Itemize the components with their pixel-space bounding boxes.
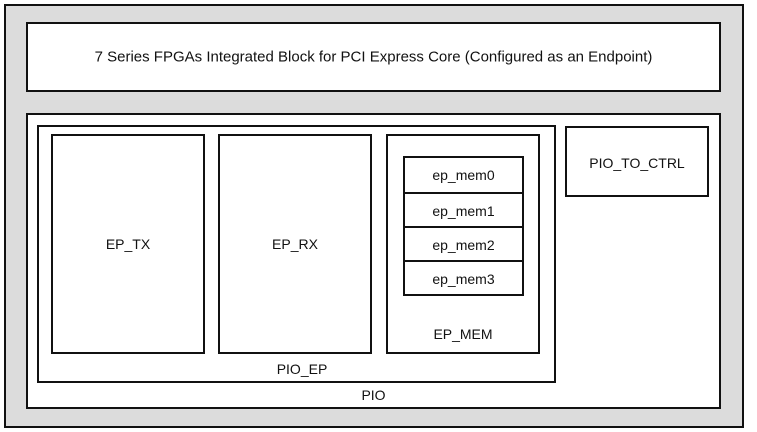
- memory-stack: ep_mem0 ep_mem1 ep_mem2 ep_mem3: [403, 156, 524, 296]
- pio-to-ctrl-label: PIO_TO_CTRL: [589, 155, 685, 171]
- ep-mem-label: EP_MEM: [433, 326, 493, 342]
- pio-to-ctrl-block: PIO_TO_CTRL: [565, 126, 709, 197]
- ep-tx-label: EP_TX: [105, 236, 151, 252]
- pcie-core-block: 7 Series FPGAs Integrated Block for PCI …: [26, 22, 721, 92]
- memory-cell: ep_mem1: [405, 192, 522, 226]
- memory-cell: ep_mem2: [405, 226, 522, 260]
- pcie-core-label: 7 Series FPGAs Integrated Block for PCI …: [94, 48, 653, 66]
- ep-tx-block: EP_TX: [51, 134, 205, 354]
- memory-cell: ep_mem3: [405, 260, 522, 294]
- memory-cell: ep_mem0: [432, 167, 495, 183]
- pio-ep-label: PIO_EP: [276, 361, 328, 377]
- ep-rx-block: EP_RX: [218, 134, 372, 354]
- ep-rx-label: EP_RX: [272, 236, 318, 252]
- pio-label: PIO: [361, 387, 386, 403]
